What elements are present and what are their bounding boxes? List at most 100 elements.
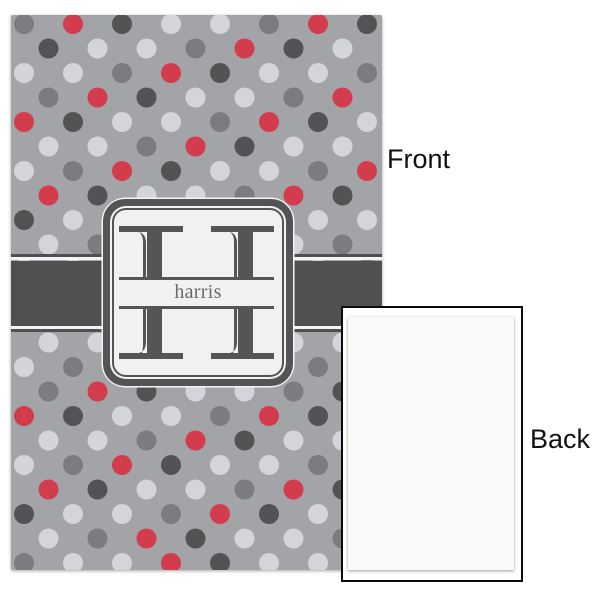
polka-dot [210, 15, 230, 34]
polka-dot [234, 430, 255, 451]
front-label: Front [387, 144, 451, 174]
polka-dot [185, 87, 206, 108]
polka-dot [259, 455, 279, 475]
polka-dot [259, 161, 279, 181]
polka-dot [38, 381, 59, 402]
polka-dot [14, 455, 34, 475]
polka-dot [161, 161, 181, 181]
polka-dot [63, 357, 83, 377]
polka-dot [87, 185, 108, 206]
polka-dot [63, 15, 83, 34]
polka-dot [161, 504, 181, 524]
polka-dot [283, 136, 304, 157]
polka-dot [234, 528, 255, 549]
polka-dot [161, 15, 181, 34]
polka-dot [332, 185, 353, 206]
polka-dot [161, 112, 181, 132]
polka-dot [136, 479, 157, 500]
polka-dot [357, 210, 377, 230]
polka-dot [161, 553, 181, 570]
polka-dot [14, 357, 34, 377]
polka-dot [87, 136, 108, 157]
polka-dot [63, 161, 83, 181]
polka-dot [112, 553, 132, 570]
polka-dot [210, 553, 230, 570]
polka-dot [63, 455, 83, 475]
polka-dot [112, 406, 132, 426]
polka-dot [87, 38, 108, 59]
polka-dot [112, 504, 132, 524]
polka-dot [308, 504, 328, 524]
polka-dot [283, 479, 304, 500]
polka-dot [185, 136, 206, 157]
polka-dot [161, 455, 181, 475]
polka-dot [210, 161, 230, 181]
back-label: Back [530, 424, 591, 454]
polka-dot [38, 136, 59, 157]
polka-dot [259, 504, 279, 524]
polka-dot [38, 87, 59, 108]
polka-dot [357, 112, 377, 132]
polka-dot [259, 553, 279, 570]
polka-dot [14, 15, 34, 34]
polka-dot [308, 63, 328, 83]
polka-dot [14, 63, 34, 83]
polka-dot [63, 63, 83, 83]
polka-dot [259, 63, 279, 83]
polka-dot [38, 234, 59, 255]
polka-dot [38, 185, 59, 206]
polka-dot [210, 455, 230, 475]
polka-dot [259, 406, 279, 426]
polka-dot [87, 528, 108, 549]
polka-dot [14, 553, 34, 570]
polka-dot [185, 479, 206, 500]
polka-dot [38, 528, 59, 549]
polka-dot [87, 381, 108, 402]
polka-dot [283, 38, 304, 59]
polka-dot [14, 406, 34, 426]
polka-dot [283, 430, 304, 451]
polka-dot [38, 38, 59, 59]
polka-dot [63, 504, 83, 524]
polka-dot [283, 185, 304, 206]
polka-dot [185, 528, 206, 549]
polka-dot [234, 479, 255, 500]
polka-dot [87, 87, 108, 108]
polka-dot [136, 528, 157, 549]
polka-dot [38, 332, 59, 353]
monogram-name: harris [174, 281, 222, 303]
polka-dot [87, 479, 108, 500]
polka-dot [14, 112, 34, 132]
polka-dot [332, 87, 353, 108]
polka-dot [14, 210, 34, 230]
polka-dot [308, 406, 328, 426]
polka-dot [308, 161, 328, 181]
polka-dot [38, 430, 59, 451]
polka-dot [210, 112, 230, 132]
polka-dot [357, 161, 377, 181]
polka-dot [283, 528, 304, 549]
polka-dot [283, 381, 304, 402]
polka-dot [136, 38, 157, 59]
polka-dot [308, 553, 328, 570]
polka-dot [63, 406, 83, 426]
polka-dot [259, 15, 279, 34]
polka-dot [161, 406, 181, 426]
polka-dot [112, 63, 132, 83]
polka-dot [332, 38, 353, 59]
polka-dot [63, 210, 83, 230]
back-poster-preview [348, 317, 514, 570]
polka-dot [308, 357, 328, 377]
polka-dot [112, 455, 132, 475]
polka-dot [332, 136, 353, 157]
polka-dot [136, 136, 157, 157]
polka-dot [185, 430, 206, 451]
polka-dot [63, 112, 83, 132]
front-poster-preview: harris [11, 15, 382, 570]
polka-dot [283, 87, 304, 108]
polka-dot [112, 161, 132, 181]
polka-dot [112, 112, 132, 132]
polka-dot [234, 136, 255, 157]
monogram-h-icon [101, 197, 295, 388]
polka-dot [136, 430, 157, 451]
